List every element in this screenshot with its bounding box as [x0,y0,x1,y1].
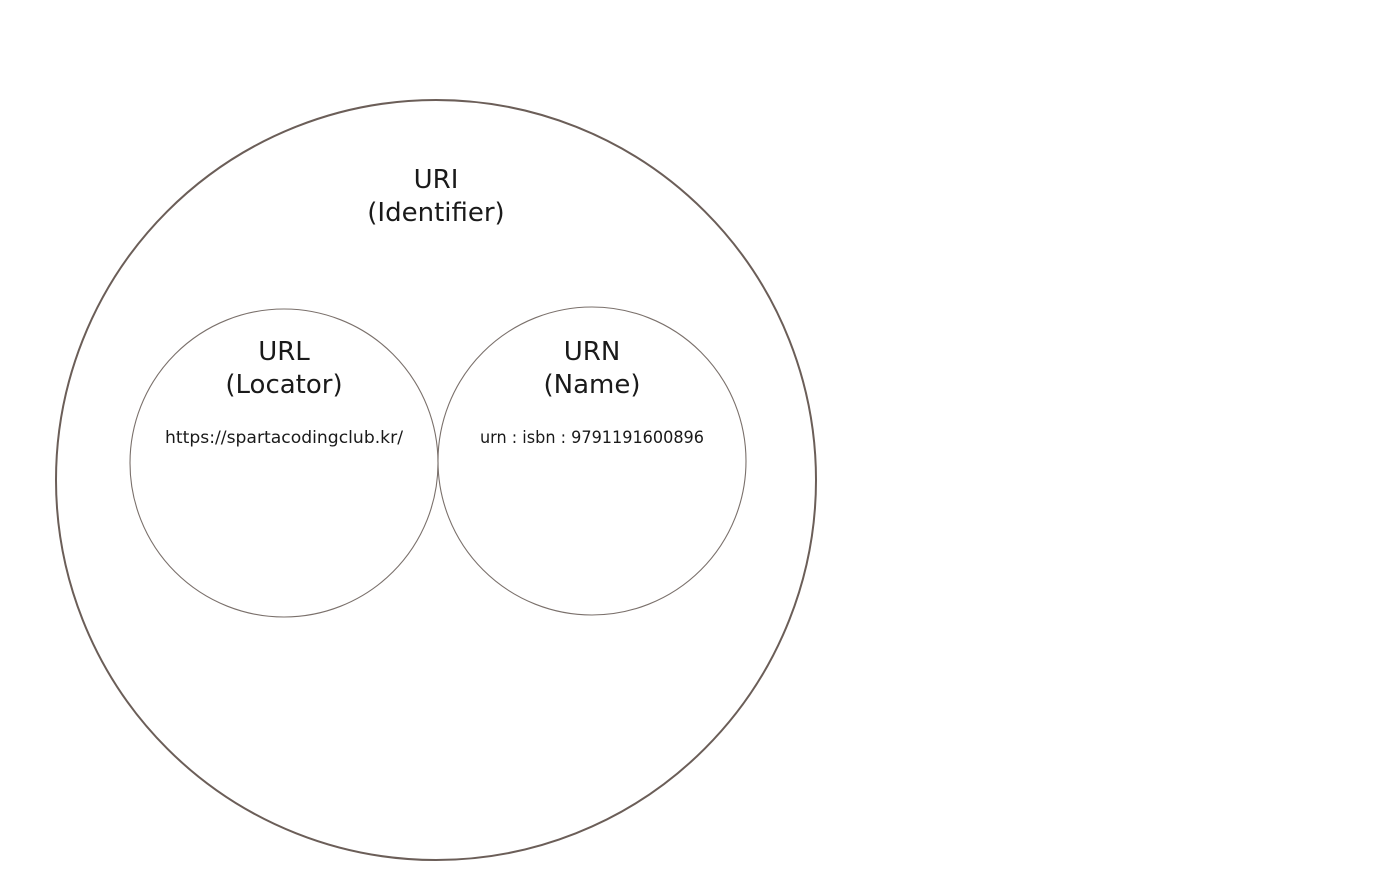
uri-group: URI (Identifier) [55,99,817,861]
urn-circle [437,306,747,616]
uri-title: URI [414,165,459,195]
uri-circle [55,99,817,861]
url-group: URL (Locator) https://spartacodingclub.k… [129,308,439,618]
url-subtitle: (Locator) [225,370,342,400]
url-title: URL [258,337,310,367]
url-example: https://spartacodingclub.kr/ [165,428,403,448]
urn-example: urn : isbn : 9791191600896 [480,428,704,448]
urn-title: URN [564,337,621,367]
uri-subtitle: (Identifier) [367,198,504,228]
urn-subtitle: (Name) [544,370,641,400]
urn-group: URN (Name) urn : isbn : 9791191600896 [437,306,747,616]
